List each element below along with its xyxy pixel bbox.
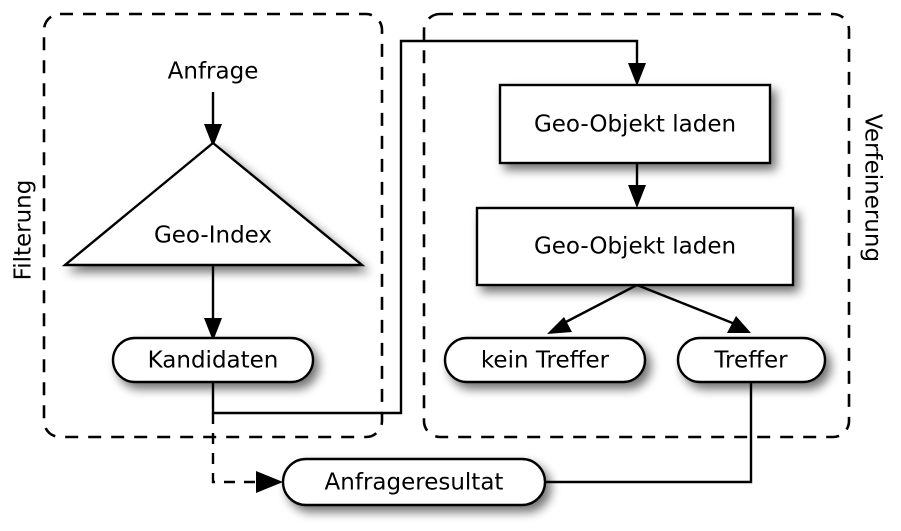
geo-objekt-laden-2-rect-shape	[475, 206, 795, 287]
edge-geo-objekt-laden-2-to-kein-treffer	[547, 283, 638, 334]
treffer-stadium-shape	[676, 336, 827, 384]
edge-kandidaten-to-anfrageresultat	[211, 413, 283, 493]
edge-anfrage-to-geo-index	[204, 92, 222, 147]
group-label-verfeinerung: Verfeinerung	[860, 114, 886, 262]
node-treffer[interactable]: Treffer	[676, 336, 827, 384]
svg-text:Verfeinerung: Verfeinerung	[860, 114, 886, 262]
edge-kandidaten-to-geo-objekt-laden-1	[211, 39, 646, 415]
node-anfrage[interactable]: Anfrage	[168, 59, 259, 85]
node-geo-index-label: Geo-Index	[154, 223, 272, 249]
svg-text:Filterung: Filterung	[11, 180, 37, 281]
node-anfrageresultat-label: Anfrageresultat	[325, 470, 504, 496]
geo-index-triangle-shape	[61, 141, 366, 267]
group-box-verfeinerung	[422, 12, 851, 439]
group-label-filterung: Filterung	[11, 180, 37, 281]
node-geo-objekt-laden-1-label: Geo-Objekt laden	[534, 112, 736, 138]
node-treffer-label: Treffer	[713, 348, 788, 374]
node-geo-objekt-laden-2[interactable]: Geo-Objekt laden	[475, 206, 795, 287]
kandidaten-stadium-shape	[111, 336, 315, 384]
node-kein-treffer-label: kein Treffer	[481, 348, 610, 374]
node-kein-treffer[interactable]: kein Treffer	[443, 336, 647, 384]
node-geo-objekt-laden-2-label: Geo-Objekt laden	[534, 234, 736, 260]
node-anfrageresultat[interactable]: Anfrageresultat	[281, 457, 547, 507]
anfrageresultat-stadium-shape	[281, 457, 547, 507]
node-anfrage-label: Anfrage	[168, 59, 259, 85]
edge-treffer-to-anfrageresultat	[545, 382, 753, 484]
edge-geo-objekt-laden-2-to-treffer	[636, 283, 751, 333]
edge-geo-objekt-laden-1-to-geo-objekt-laden-2	[628, 163, 646, 208]
kein-treffer-stadium-shape	[443, 336, 647, 384]
node-geo-objekt-laden-1[interactable]: Geo-Objekt laden	[498, 83, 772, 165]
edge-geo-index-to-kandidaten	[204, 265, 222, 341]
geo-objekt-laden-1-rect-shape	[498, 83, 772, 165]
node-kandidaten[interactable]: Kandidaten	[111, 336, 315, 384]
node-kandidaten-label: Kandidaten	[148, 348, 279, 374]
node-geo-index[interactable]: Geo-Index	[61, 141, 366, 267]
